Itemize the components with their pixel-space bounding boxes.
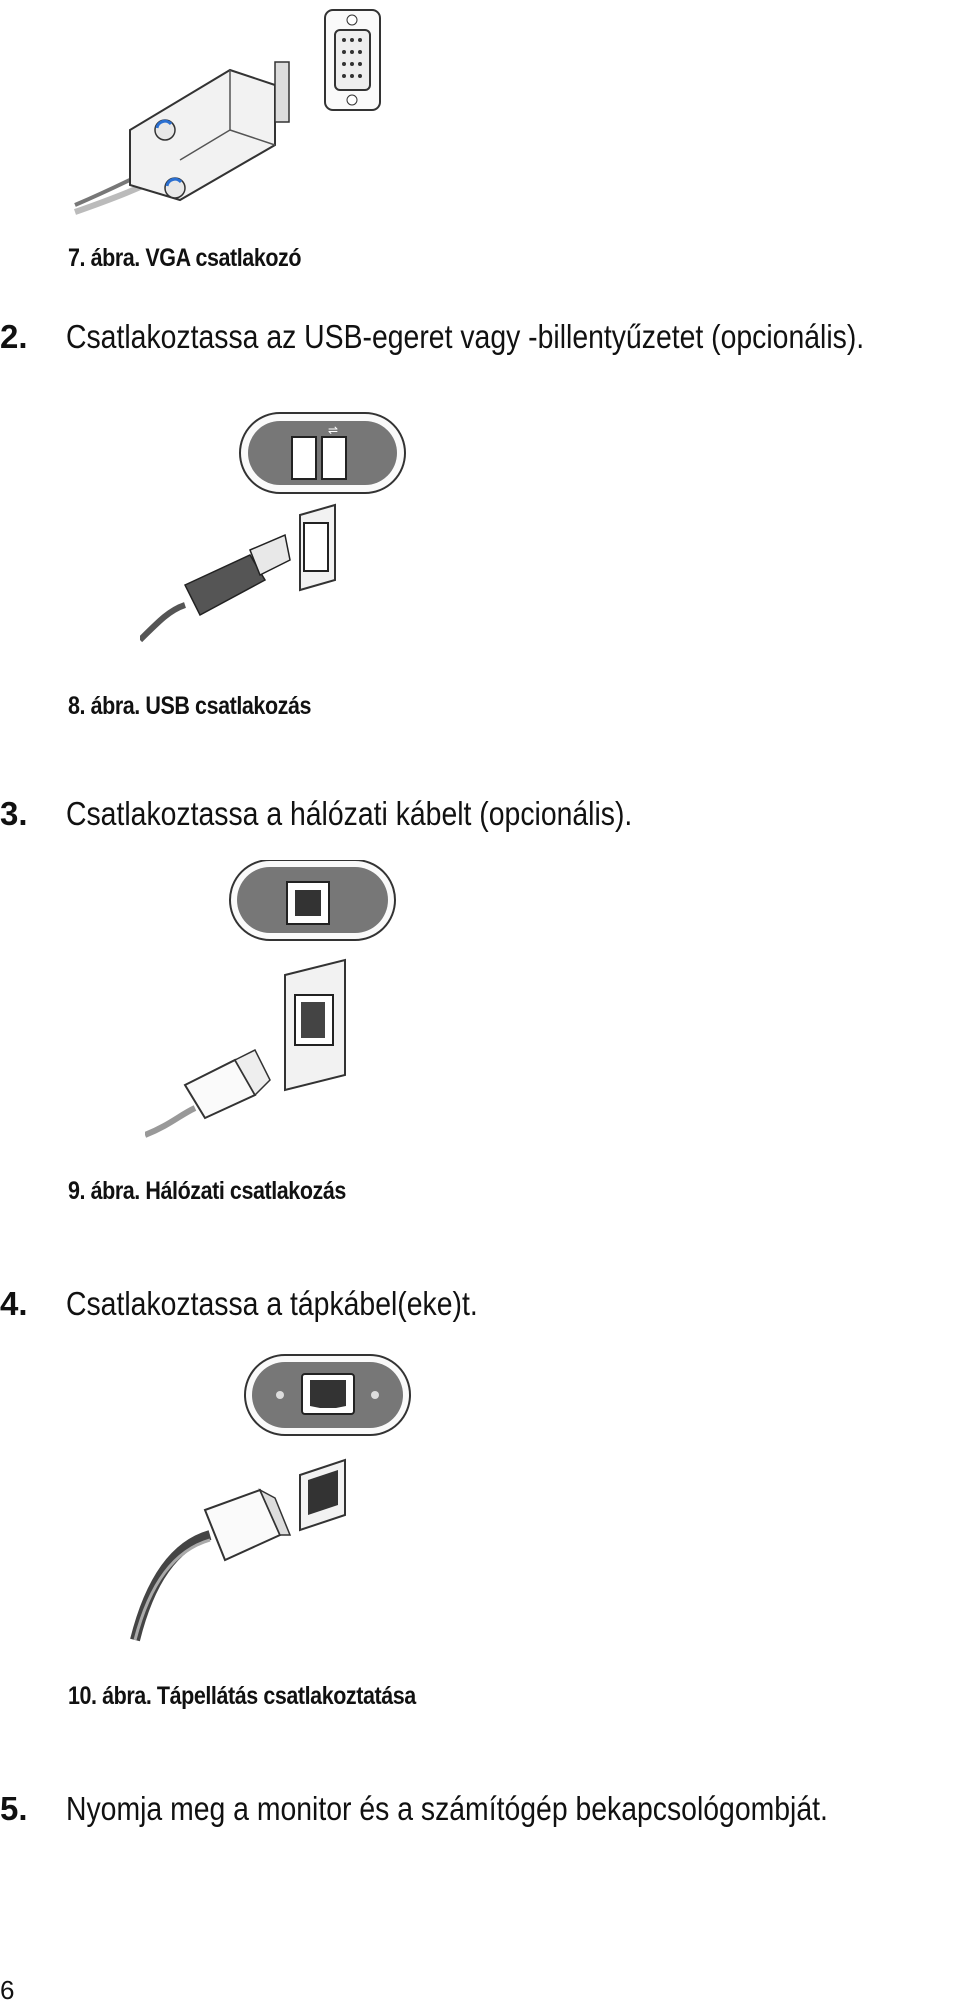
power-connector-illustration	[130, 1350, 420, 1650]
step-item: 5. Nyomja meg a monitor és a számítógép …	[0, 1790, 960, 1832]
figure-caption: 10. ábra. Tápellátás csatlakoztatása	[68, 1682, 416, 1710]
step-text: Nyomja meg a monitor és a számítógép bek…	[66, 1790, 828, 1827]
usb-connector-illustration: ⇌	[140, 405, 420, 655]
figure-caption: 8. ábra. USB csatlakozás	[68, 692, 312, 720]
page-number: 6	[0, 1975, 15, 2005]
step-text: Csatlakoztassa a tápkábel(eke)t.	[66, 1285, 478, 1322]
step-text: Csatlakoztassa a hálózati kábelt (opcion…	[66, 795, 633, 832]
network-connector-illustration	[145, 860, 405, 1150]
step-number: 3.	[0, 795, 28, 832]
step-item: 2. Csatlakoztassa az USB-egeret vagy -bi…	[0, 318, 960, 360]
figure-caption: 7. ábra. VGA csatlakozó	[68, 244, 302, 272]
step-text: Csatlakoztassa az USB-egeret vagy -bille…	[66, 318, 865, 355]
vga-connector-illustration	[70, 0, 390, 220]
step-item: 3. Csatlakoztassa a hálózati kábelt (opc…	[0, 795, 960, 837]
step-number: 4.	[0, 1285, 28, 1322]
step-number: 2.	[0, 318, 28, 355]
step-item: 4. Csatlakoztassa a tápkábel(eke)t.	[0, 1285, 960, 1327]
figure-caption: 9. ábra. Hálózati csatlakozás	[68, 1177, 346, 1205]
svg-text:⇌: ⇌	[328, 423, 338, 437]
step-number: 5.	[0, 1790, 28, 1827]
